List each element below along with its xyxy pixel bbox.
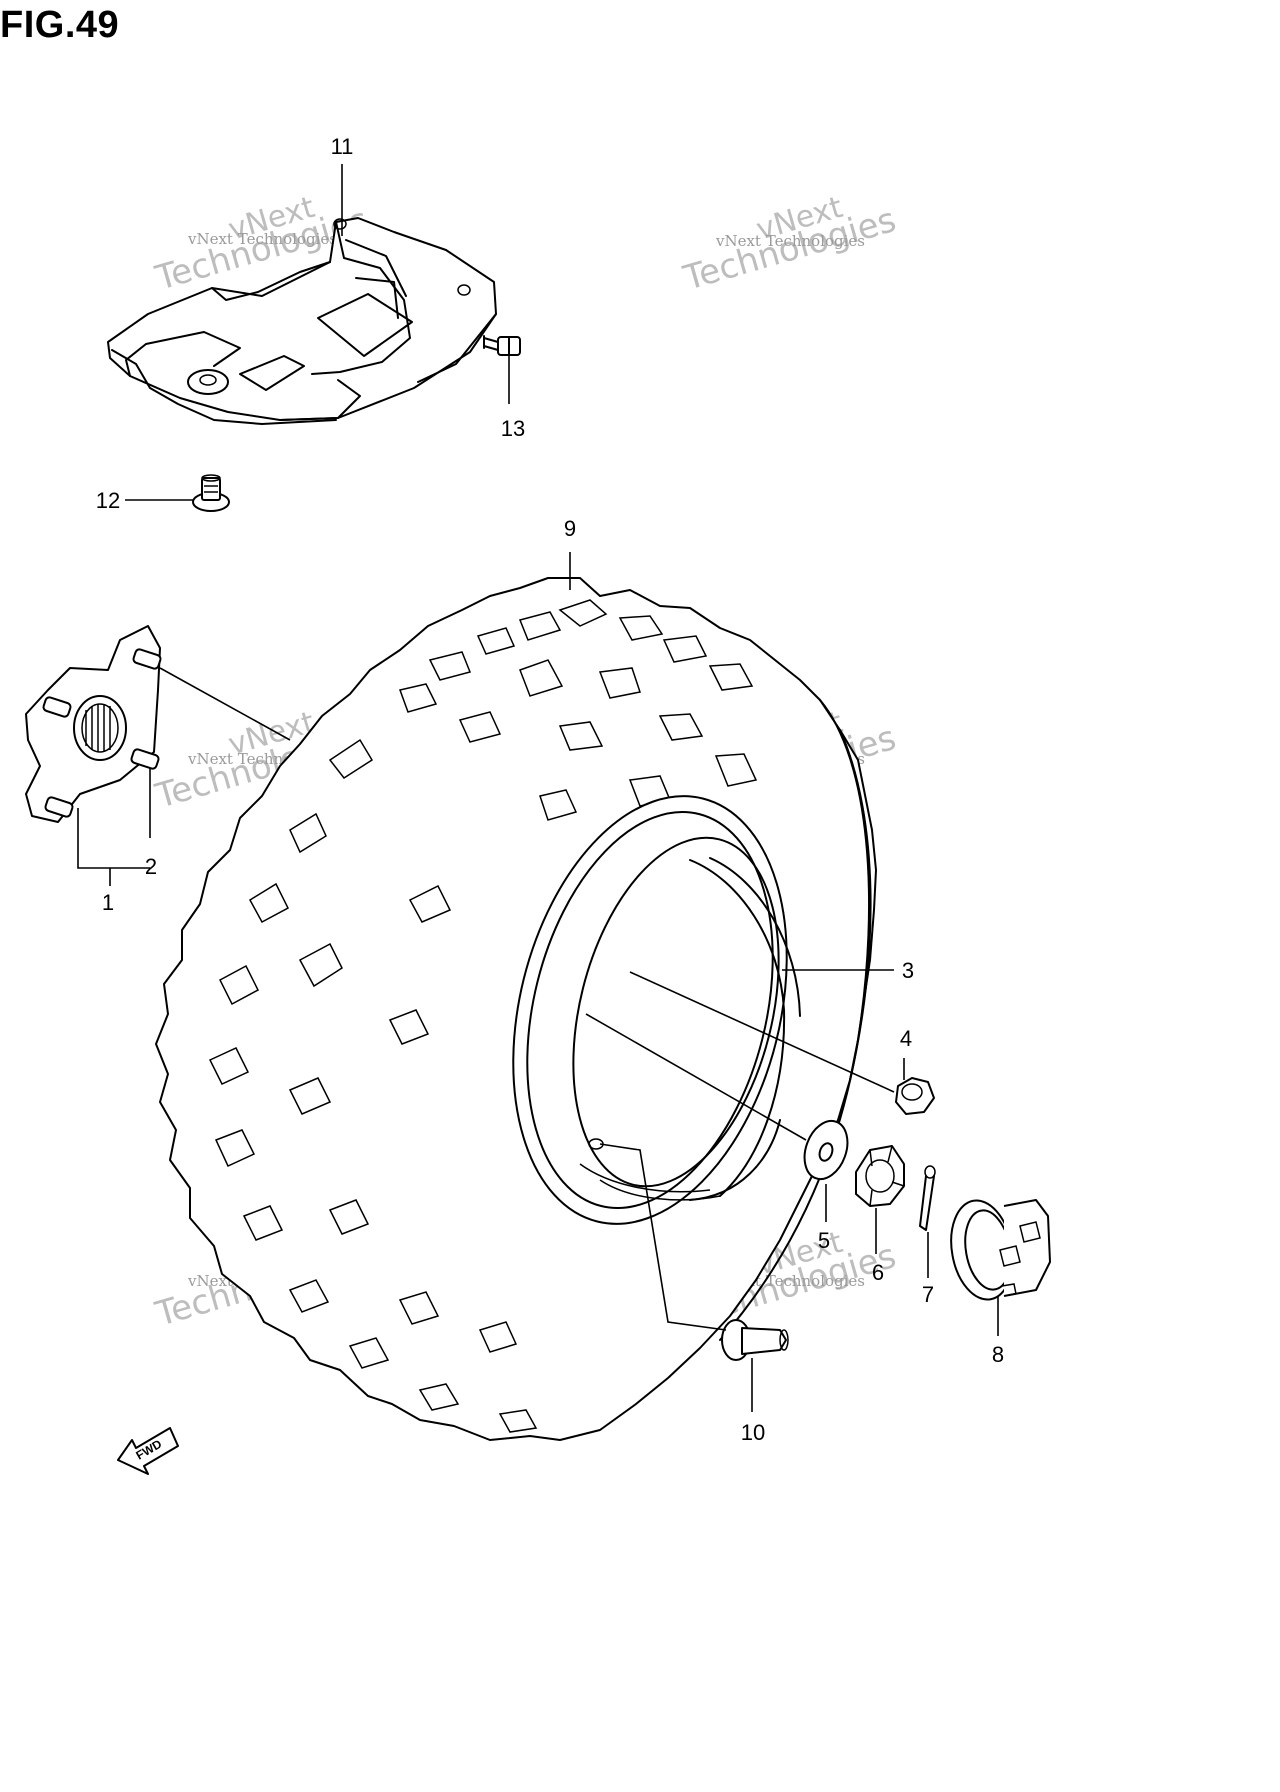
- callout-1: 1: [102, 890, 114, 915]
- svg-text:vNext Technologies: vNext Technologies: [715, 232, 865, 250]
- callout-5: 5: [818, 1228, 830, 1253]
- callout-4: 4: [900, 1026, 912, 1051]
- callout-13: 13: [501, 416, 525, 441]
- callout-6: 6: [872, 1260, 884, 1285]
- castle-nut-6: [855, 1145, 905, 1207]
- leader-lines: [77, 164, 999, 1412]
- hub-cap-8: [950, 1199, 1051, 1301]
- valve-stem-10: [721, 1319, 789, 1361]
- figure-title: FIG.49: [0, 4, 120, 46]
- wheel-rim-part: [512, 795, 801, 1225]
- callout-9: 9: [564, 516, 576, 541]
- watermark-top-right: vNext Technologies vNext Technologies: [678, 190, 900, 299]
- callout-11: 11: [331, 134, 354, 159]
- skid-plate-part: [107, 217, 497, 425]
- washer-5: [803, 1119, 849, 1181]
- tire-part: [155, 577, 877, 1441]
- callout-7: 7: [922, 1282, 934, 1307]
- callout-2: 2: [145, 854, 157, 879]
- cotter-pin-7: [919, 1165, 936, 1231]
- forward-direction-arrow: FWD: [117, 1427, 179, 1475]
- callout-3: 3: [902, 958, 914, 983]
- svg-text:vNext Technologies: vNext Technologies: [187, 230, 337, 248]
- hub-stud: [42, 648, 162, 818]
- screw-13: [483, 335, 521, 356]
- callout-labels: 11 13 12 9 2 1 3 4 5 6 7 8 10: [96, 134, 1004, 1445]
- callout-10: 10: [741, 1420, 765, 1445]
- callout-12: 12: [96, 488, 120, 513]
- bolt-12: [192, 474, 230, 512]
- callout-8: 8: [992, 1342, 1004, 1367]
- wheel-hub-part: [25, 625, 162, 823]
- nut-4: [895, 1077, 935, 1115]
